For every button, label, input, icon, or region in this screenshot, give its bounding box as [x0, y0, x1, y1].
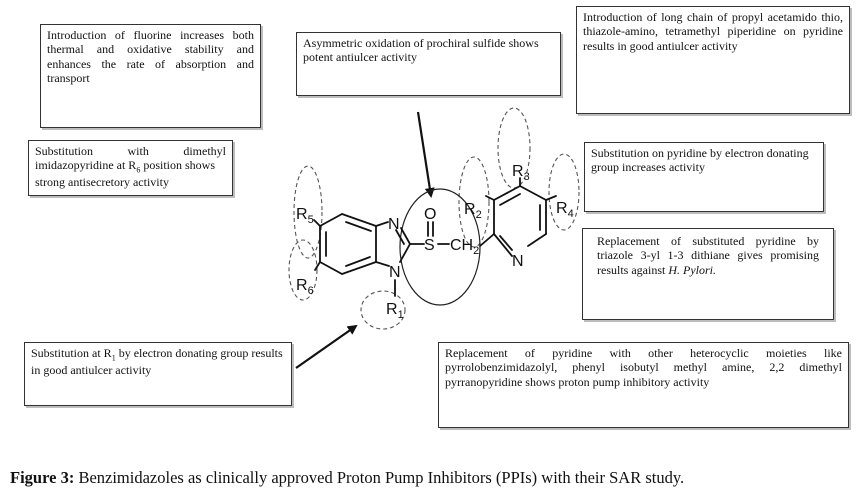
dashed-ellipse-r3 — [497, 107, 531, 189]
sar-box-dimethyl: Substitution with dimethyl imidazopyridi… — [28, 140, 233, 196]
label-n-bottom: N — [389, 264, 401, 281]
dashed-ellipse-r5 — [293, 165, 323, 259]
bond-r4 — [545, 195, 557, 201]
label-r1: R1 — [386, 301, 404, 321]
arrow-oxidation — [416, 111, 435, 198]
figure-caption: Figure 3: Benzimidazoles as clinically a… — [10, 468, 850, 488]
benzimidazole-structure: R5 R6 R1 N N O S CH2 N R2 R3 R4 — [288, 107, 580, 369]
sar-dimethyl-line2: imidazopyridine at R6 position shows — [35, 158, 226, 175]
bond-imid-double — [395, 229, 405, 245]
dashed-ellipse-r6 — [288, 239, 318, 301]
sar-text-triazole: Replacement of substituted pyridine by t… — [597, 234, 819, 277]
sar-box-triazole: Replacement of substituted pyridine by t… — [582, 228, 834, 320]
label-ch2: CH2 — [450, 237, 479, 257]
bond-ch2-pyridine — [479, 233, 495, 247]
bond-imid-1 — [375, 221, 389, 227]
bond-benzene-double-2 — [345, 256, 371, 267]
sar-text-triazole-italic: H. Pylori. — [668, 262, 716, 277]
sar-dimethyl-word1: Substitution — [35, 144, 94, 158]
label-sulfur: S — [424, 237, 435, 254]
bond-pyr-double-1 — [499, 193, 521, 206]
sar-text-long-chain: Introduction of long chain of propyl ace… — [583, 10, 843, 53]
bond-imid-4 — [375, 261, 390, 267]
label-n-pyridine: N — [512, 253, 524, 270]
bond-r6 — [314, 261, 321, 271]
sar-box-long-chain: Introduction of long chain of propyl ace… — [576, 6, 850, 114]
dashed-ellipse-r4 — [548, 153, 580, 231]
linker-ellipse — [399, 188, 481, 306]
label-oxygen: O — [424, 206, 436, 223]
sar-box-fluorine: Introduction of fluorine increases both … — [40, 24, 261, 128]
bond-imid-3 — [399, 243, 411, 263]
label-r3: R3 — [512, 163, 530, 183]
bond-benzene-4 — [319, 261, 343, 275]
sar-box-pyridine-substitution: Substitution on pyridine by electron don… — [584, 142, 824, 212]
bond-benzene-3 — [341, 261, 377, 275]
bond-pyr-3 — [519, 185, 547, 201]
bond-pyr-double-3 — [499, 235, 513, 251]
bond-benzene-1 — [341, 213, 377, 227]
label-n-top: N — [388, 216, 400, 233]
label-r5: R5 — [296, 206, 314, 226]
sar-text-fluorine: Introduction of fluorine increases both … — [47, 28, 254, 86]
bond-benzene-6 — [319, 213, 343, 227]
sar-dimethyl-line1: Substitution with dimethyl — [35, 144, 226, 158]
label-r6: R6 — [296, 277, 314, 297]
bond-r5 — [313, 219, 321, 227]
sar-text-heterocyclic: Replacement of pyridine with other heter… — [445, 346, 842, 389]
figure-caption-label: Figure 3: — [10, 468, 75, 487]
sar-dimethyl-word2: with — [127, 144, 149, 158]
sar-box-oxidation: Asymmetric oxidation of prochiral sulfid… — [296, 32, 561, 96]
sar-text-pyridine-substitution: Substitution on pyridine by electron don… — [591, 146, 809, 175]
bond-r2 — [485, 195, 495, 201]
sar-text-oxidation: Asymmetric oxidation of prochiral sulfid… — [303, 36, 539, 65]
sar-dimethyl-sub: 6 — [136, 165, 141, 175]
bond-pyr-6 — [493, 233, 513, 257]
sar-box-heterocyclic: Replacement of pyridine with other heter… — [438, 342, 849, 428]
bond-imid-2 — [400, 227, 411, 245]
bond-benzene-double-1 — [345, 221, 372, 232]
label-r2: R2 — [464, 201, 482, 221]
arrow-r1 — [295, 324, 358, 369]
sar-dimethyl-word3: dimethyl — [183, 144, 226, 158]
sar-r1-sub: 1 — [111, 353, 116, 363]
label-r4: R4 — [556, 200, 574, 220]
sar-r1-text-b: by electron donating group results in go… — [31, 346, 283, 377]
sar-dimethyl-line3: strong antisecretory activity — [35, 175, 169, 190]
dashed-ellipse-r2 — [458, 156, 490, 248]
sar-r1-text-a: Substitution at R — [31, 346, 112, 360]
figure-caption-text: Benzimidazoles as clinically approved Pr… — [74, 468, 685, 487]
sar-dimethyl-line2a: imidazopyridine at R — [35, 158, 137, 173]
sar-dimethyl-line2b: position shows — [140, 158, 215, 173]
bond-pyr-2 — [493, 185, 521, 201]
dashed-ellipse-r1 — [360, 290, 406, 330]
bond-pyr-5 — [527, 233, 547, 247]
sar-box-r1: Substitution at R1 by electron donating … — [24, 342, 292, 406]
